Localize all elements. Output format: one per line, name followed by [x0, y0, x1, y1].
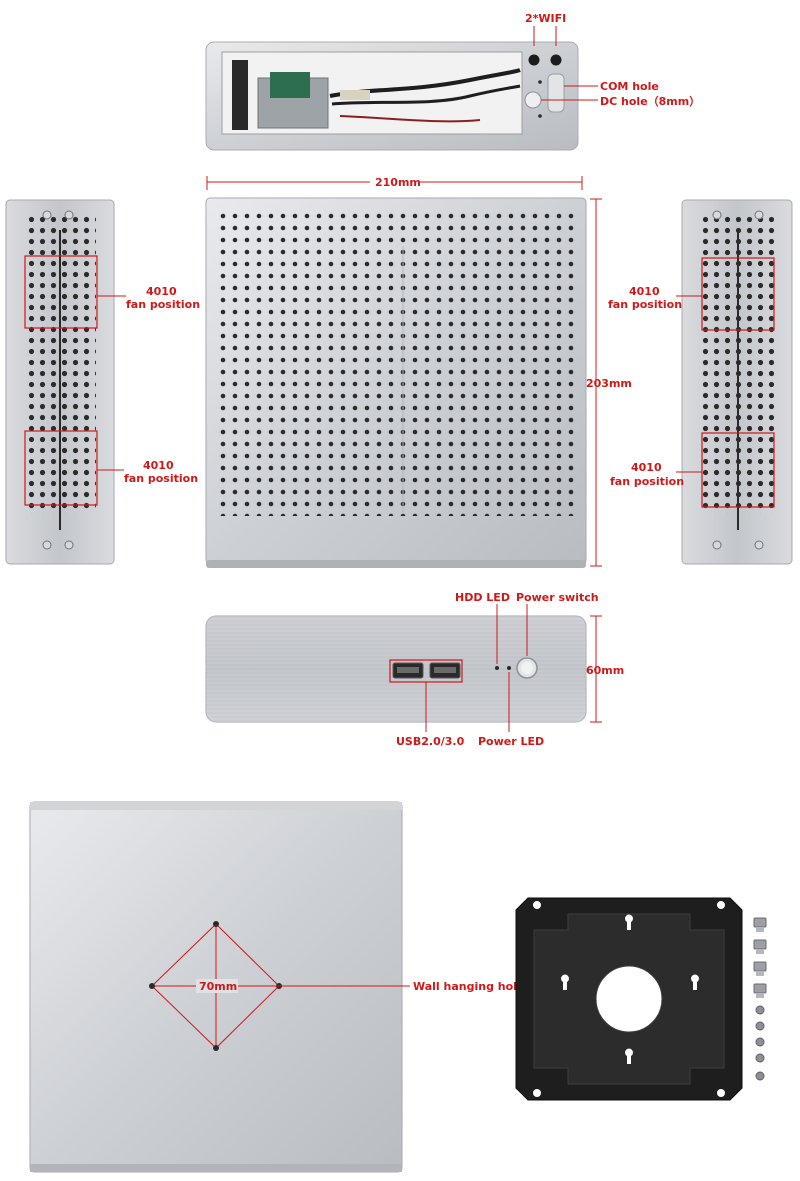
rear-panel-bracket	[232, 60, 248, 130]
right-fan-lower-label: fan position	[610, 475, 684, 488]
power-led-dot-icon	[507, 666, 511, 670]
wifi-label: 2*WIFI	[525, 12, 566, 25]
left-fan-position-lower	[24, 430, 98, 506]
wall-hanging-hole	[149, 983, 155, 989]
left-fan-upper-label: fan position	[126, 298, 200, 311]
vesa-keyhole	[625, 914, 634, 930]
rear-panel-screw-hole	[538, 114, 542, 118]
depth-label: 203mm	[586, 377, 632, 390]
vesa-bracket-corner-hole	[717, 901, 725, 909]
usb-port-tongue	[434, 667, 456, 673]
standoff-thread	[756, 927, 764, 932]
wall-hanging-hole	[213, 921, 219, 927]
com-hole-label: COM hole	[600, 80, 659, 93]
screw-icon	[755, 1021, 765, 1031]
rear-panel-connector	[340, 90, 370, 100]
hdd-led-dot-icon	[495, 666, 499, 670]
screw-icon	[64, 210, 74, 220]
vesa-bracket-icon	[515, 897, 743, 1101]
top-vent-grid	[217, 210, 577, 516]
wall-hanging-hole	[213, 1045, 219, 1051]
wifi-antenna-hole-1	[528, 54, 540, 66]
hdd-led-label: HDD LED	[455, 591, 510, 604]
com-hole	[547, 73, 565, 113]
left-fan-position-upper	[24, 255, 98, 329]
screw-icon	[754, 210, 764, 220]
rear-panel-screw-hole	[538, 80, 542, 84]
right-fan-position-lower	[701, 432, 775, 508]
power-button-face	[521, 662, 533, 674]
bottom-view: 70mm Wall hanging hole	[29, 801, 524, 1173]
bottom-panel-bottom-edge	[30, 1164, 402, 1172]
right-side-view: 4010 fan position 4010 fan position	[608, 199, 793, 565]
vesa-bracket-corner-hole	[533, 901, 541, 909]
power-switch-label: Power switch	[516, 591, 599, 604]
width-label-bg	[370, 174, 420, 188]
vesa-keyhole	[691, 974, 700, 990]
left-side-view: 4010 fan position 4010 fan position	[5, 199, 200, 565]
vesa-bracket-center-hole	[595, 965, 663, 1033]
right-fan-upper-number: 4010	[629, 285, 660, 298]
standoff-thread	[756, 993, 764, 998]
dc-hole-label: DC hole（8mm）	[600, 95, 700, 108]
dc-hole	[524, 91, 542, 109]
standoff-thread	[756, 949, 764, 954]
height-label: 60mm	[586, 664, 624, 677]
vesa-keyhole	[625, 1048, 634, 1064]
wall-hanging-hole-label: Wall hanging hole	[413, 980, 524, 993]
usb-port-tongue	[397, 667, 419, 673]
left-fan-lower-number: 4010	[143, 459, 174, 472]
standoff-thread	[756, 971, 764, 976]
standoff-icon	[753, 917, 767, 928]
vesa-bracket-corner-hole	[717, 1089, 725, 1097]
rear-panel-wire	[339, 115, 481, 123]
top-panel-edge	[206, 560, 586, 568]
rear-panel-view: 2*WIFI COM hole DC hole（8mm）	[205, 12, 700, 151]
vesa-bracket-corner-hole	[533, 1089, 541, 1097]
power-led-label: Power LED	[478, 735, 544, 748]
vesa-label-bg	[196, 979, 238, 993]
screw-icon	[712, 210, 722, 220]
rear-panel-cable-2	[331, 84, 521, 106]
screw-icon	[64, 540, 74, 550]
vesa-keyhole	[560, 974, 570, 990]
front-panel-view: HDD LED Power switch USB2.0/3.0 Power LE…	[205, 591, 624, 748]
usb-label: USB2.0/3.0	[396, 735, 465, 748]
width-label: 210mm	[375, 176, 421, 189]
screw-icon	[755, 1071, 765, 1081]
right-fan-lower-number: 4010	[631, 461, 662, 474]
screw-icon	[42, 210, 52, 220]
right-fan-position-upper	[701, 257, 775, 331]
standoff-icon	[753, 939, 767, 950]
standoff-icon	[753, 983, 767, 994]
right-fan-upper-label: fan position	[608, 298, 682, 311]
standoff-icon	[753, 961, 767, 972]
screw-icon	[755, 1037, 765, 1047]
bottom-panel-top-edge	[30, 802, 402, 810]
screw-icon	[755, 1005, 765, 1015]
screw-icon	[755, 1053, 765, 1063]
left-fan-upper-number: 4010	[146, 285, 177, 298]
mounting-screws	[753, 917, 767, 1081]
screw-icon	[712, 540, 722, 550]
rear-panel-board	[270, 72, 310, 98]
top-view: 210mm 203mm	[205, 174, 632, 568]
left-fan-lower-label: fan position	[124, 472, 198, 485]
screw-icon	[42, 540, 52, 550]
screw-icon	[754, 540, 764, 550]
wifi-antenna-hole-2	[550, 54, 562, 66]
vesa-spacing-label: 70mm	[199, 980, 237, 993]
